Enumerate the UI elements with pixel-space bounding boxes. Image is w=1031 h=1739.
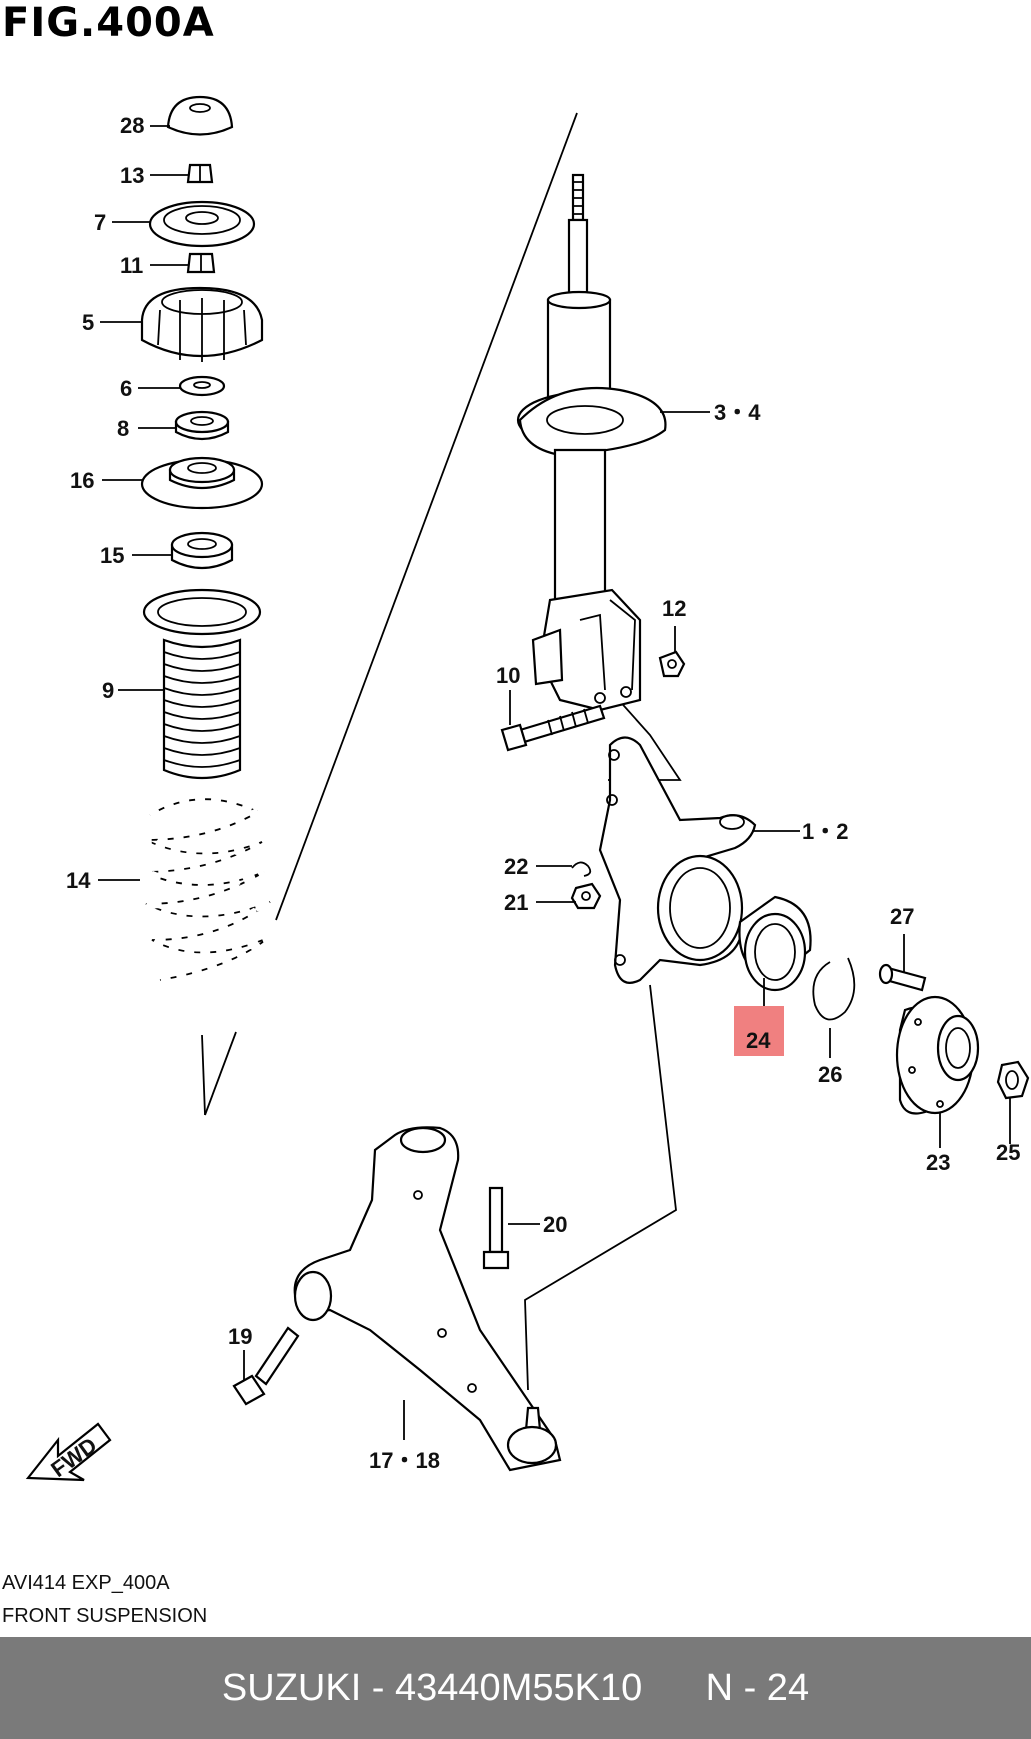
part-6-washer	[178, 375, 226, 397]
footer-bar: SUZUKI - 43440M55K10 N - 24	[0, 1637, 1031, 1739]
callout-6: 6	[120, 376, 132, 401]
callout-28: 28	[120, 113, 144, 138]
callout-11: 11	[120, 253, 143, 278]
figure-title: FIG.400A	[2, 0, 215, 46]
callout-13: 13	[120, 163, 144, 188]
fwd-arrow-icon: FWD	[25, 1422, 112, 1482]
part-1-2-steering-knuckle	[598, 736, 757, 984]
callout-17-18: 17・18	[369, 1448, 440, 1473]
part-23-wheel-hub	[895, 995, 980, 1115]
highlight-box-24	[734, 1006, 784, 1056]
callout-16: 16	[70, 468, 94, 493]
callout-10: 10	[496, 663, 520, 688]
part-14-coil-spring	[142, 794, 273, 985]
callout-26: 26	[818, 1062, 842, 1087]
part-10-bolt	[500, 704, 606, 752]
callout-labels: 28 13 7 11 5 6 8 16 15 9 14 3・4 12 10 1・…	[66, 113, 1020, 1473]
exploded-parts-diagram: FWD 28 13 7 11 5 6 8	[25, 95, 1030, 1482]
callout-21: 21	[504, 890, 528, 915]
part-19-bolt	[232, 1326, 300, 1406]
callout-19: 19	[228, 1324, 252, 1349]
callout-20: 20	[543, 1212, 567, 1237]
callout-24: 24	[746, 1028, 771, 1053]
footer-part-number: SUZUKI - 43440M55K10	[221, 1666, 643, 1709]
callout-5: 5	[82, 310, 94, 335]
figure-code: AVI414 EXP_400A	[2, 1572, 170, 1594]
part-12-nut	[658, 650, 686, 678]
part-11-nut	[186, 252, 216, 274]
part-17-18-lower-arm	[293, 1126, 562, 1472]
part-20-bolt	[482, 1186, 510, 1270]
part-16-spring-seat	[140, 456, 264, 510]
footer-page-ref: N - 24	[705, 1666, 810, 1709]
part-5-strut-mount	[140, 286, 264, 362]
part-28-cap	[166, 95, 234, 136]
part-13-nut	[186, 163, 214, 184]
callout-27: 27	[890, 904, 914, 929]
callout-14: 14	[66, 868, 91, 893]
part-8-spacer	[174, 410, 230, 441]
callout-7: 7	[94, 210, 106, 235]
part-21-nut	[570, 882, 602, 910]
part-15-bump-stop	[170, 531, 234, 570]
callout-9: 9	[102, 678, 114, 703]
part-3-4-shock-absorber	[516, 173, 667, 712]
callout-1-2: 1・2	[802, 819, 848, 844]
callout-25: 25	[996, 1140, 1020, 1165]
part-27-hub-bolt	[878, 963, 927, 992]
footer-spacer	[642, 1667, 705, 1710]
callout-23: 23	[926, 1150, 950, 1175]
part-9-dust-boot	[142, 588, 262, 780]
section-title: FRONT SUSPENSION	[2, 1605, 208, 1627]
part-22-clip	[571, 861, 592, 877]
callout-15: 15	[100, 543, 124, 568]
part-24-wheel-bearing	[738, 895, 812, 992]
part-26-snap-ring	[812, 957, 856, 1021]
callout-8: 8	[117, 416, 129, 441]
callout-3-4: 3・4	[714, 400, 761, 425]
callout-22: 22	[504, 854, 528, 879]
callout-12: 12	[662, 596, 686, 621]
leader-lines	[98, 125, 1011, 1440]
part-7-bearing-plate	[148, 200, 256, 248]
part-25-hub-nut	[996, 1060, 1030, 1100]
